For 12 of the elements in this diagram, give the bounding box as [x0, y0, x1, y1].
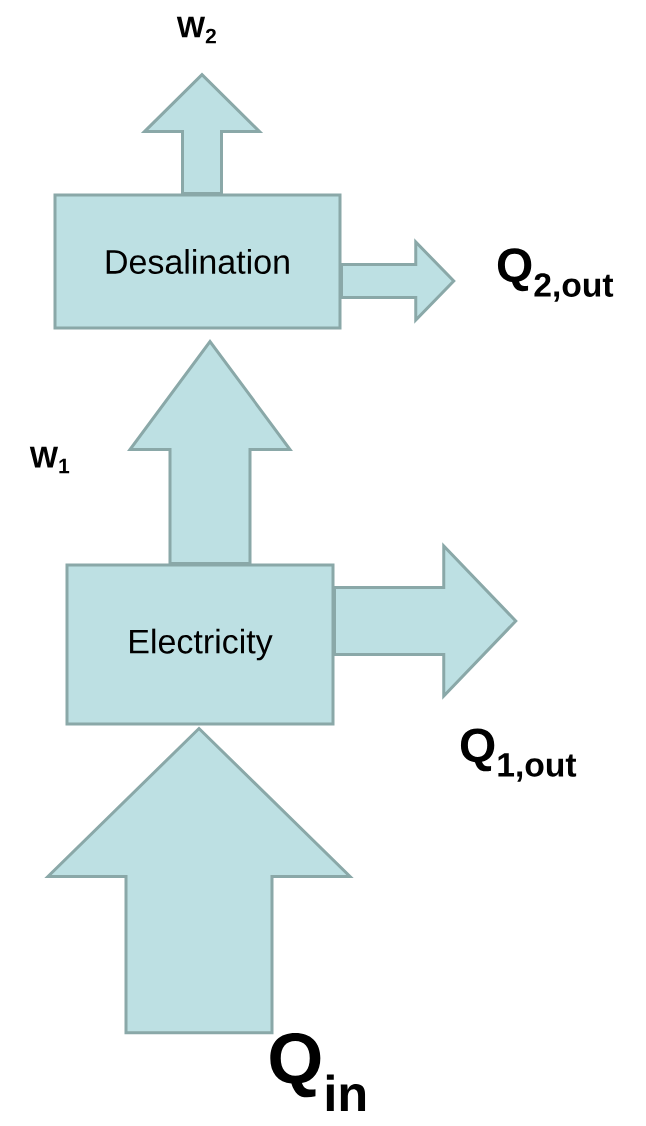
block-arrow	[127, 339, 293, 565]
flow-label: Q$_{1,out}$	[460, 728, 577, 782]
process-box: Electricity	[65, 563, 335, 726]
block-arrow	[44, 726, 354, 1035]
flow-label: Q$_{2,out}$	[497, 248, 614, 302]
block-arrow	[340, 238, 456, 324]
edge-label: W$_{1}$	[29, 446, 70, 474]
block-arrow	[140, 72, 264, 195]
process-box: Desalination	[53, 193, 342, 330]
flow-label: Q$_{in}$	[270, 1032, 366, 1112]
flow-label: W$_{2}$	[176, 16, 216, 44]
block-arrow	[333, 542, 518, 700]
